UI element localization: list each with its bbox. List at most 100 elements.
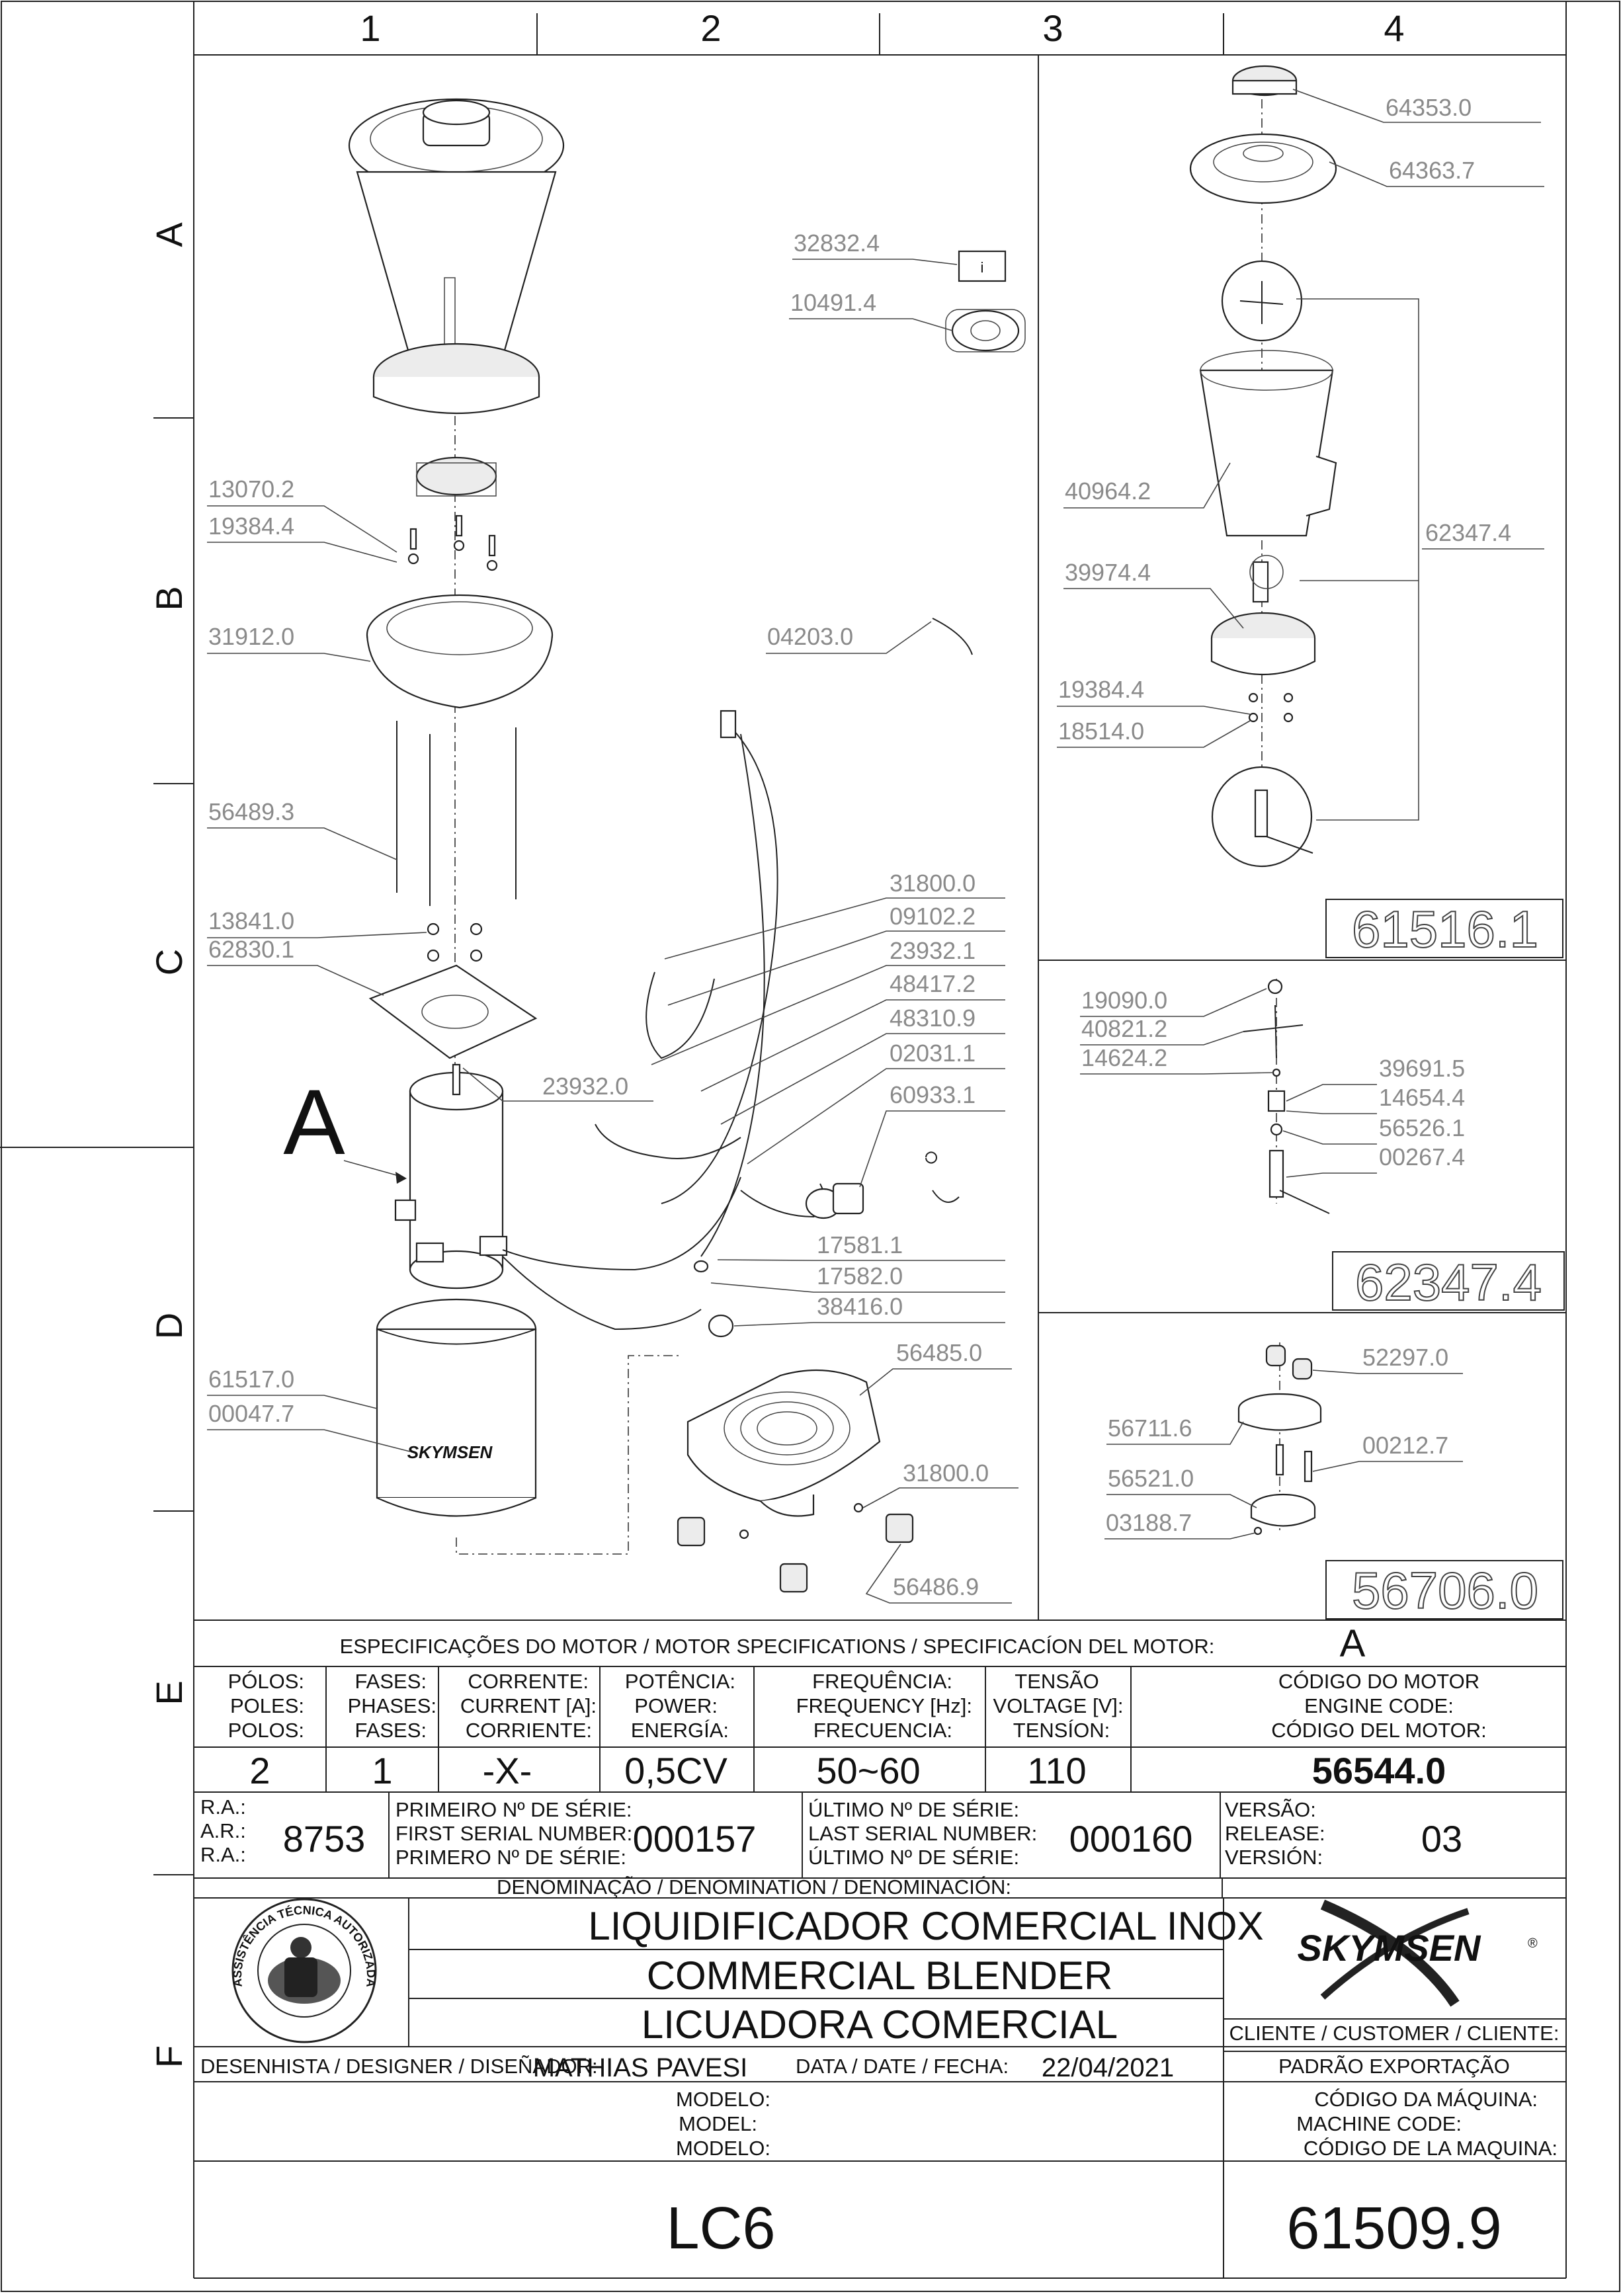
hdr-poles-1: POLES:	[230, 1694, 304, 1717]
machine-code-label-2: CÓDIGO DE LA MAQUINA:	[1304, 2137, 1558, 2160]
part-label-62347a: 62347.4	[1425, 519, 1511, 546]
part-label-39974: 39974.4	[1065, 559, 1151, 586]
part-label-56521: 56521.0	[1108, 1465, 1194, 1492]
mounting-plate-drawing	[368, 964, 538, 1059]
part-label-62830: 62830.1	[208, 936, 294, 963]
part-label-56711: 56711.6	[1108, 1414, 1192, 1442]
authorized-service-seal: ASSISTÊNCIA TÉCNICA AUTORIZADA	[231, 1898, 378, 2043]
jar-brand-print: SKYMSEN	[407, 1442, 493, 1462]
val-voltage: 110	[1027, 1750, 1086, 1791]
spec-values: 2 1 -X- 0,5CV 50~60 110 56544.0	[249, 1750, 1446, 1791]
ra-label-1: A.R.:	[200, 1819, 246, 1842]
label-sticker-drawing	[958, 250, 1007, 282]
denomination-line-es: LICUADORA COMERCIAL	[642, 2002, 1118, 2047]
part-label-38416: 38416.0	[817, 1293, 903, 1320]
client-label: CLIENTE / CUSTOMER / CLIENTE:	[1229, 2022, 1559, 2045]
part-label-02031: 02031.1	[890, 1040, 976, 1067]
hdr-voltage-0: TENSÃO	[1015, 1670, 1099, 1693]
spec-headers: PÓLOS: POLES: POLOS: FASES: PHASES: FASE…	[228, 1670, 1487, 1742]
val-current: -X-	[483, 1750, 532, 1791]
motor-drawing	[394, 1063, 508, 1290]
wiring-drawing	[502, 710, 960, 1331]
hdr-frequency-1: FREQUENCY [Hz]:	[796, 1694, 972, 1717]
assembly-label-62347: 62347.4	[1355, 1253, 1542, 1311]
val-frequency: 50~60	[816, 1750, 920, 1791]
part-label-14654: 14654.4	[1379, 1084, 1465, 1111]
grid-row-a: A	[148, 222, 190, 247]
detail-panels: 61516.1 62347.4 56706.0	[1038, 55, 1566, 1620]
hdr-power-2: ENERGÍA:	[631, 1719, 729, 1742]
part-label-03188: 03188.7	[1106, 1509, 1192, 1536]
val-power: 0,5CV	[624, 1750, 727, 1791]
hdr-poles-0: PÓLOS:	[228, 1670, 304, 1693]
part-label-19384b: 19384.4	[1058, 676, 1144, 703]
part-label-00212: 00212.7	[1362, 1432, 1448, 1459]
last-serial-label-1: LAST SERIAL NUMBER:	[808, 1822, 1037, 1845]
denomination-title: DENOMINAÇÃO / DENOMINATION / DENOMINACIÓ…	[497, 1875, 1011, 1899]
strain-relief-drawing	[805, 1182, 864, 1219]
hdr-phases-0: FASES:	[354, 1670, 427, 1693]
serial-row: R.A.: A.R.: R.A.: 8753 PRIMEIRO Nº DE SÉ…	[200, 1795, 1462, 1869]
last-serial-label-2: ÚLTIMO Nº DE SÉRIE:	[808, 1846, 1019, 1869]
part-label-00047: 00047.7	[208, 1400, 294, 1427]
part-label-31912: 31912.0	[208, 623, 294, 650]
part-number-labels: 64353.0 64363.7 32832.4 10491.4 13070.2 …	[207, 89, 1544, 1604]
first-serial-label-0: PRIMEIRO Nº DE SÉRIE:	[395, 1798, 632, 1821]
part-label-64353: 64353.0	[1386, 94, 1472, 121]
hdr-current-2: CORRIENTE:	[466, 1719, 592, 1742]
part-label-19384a: 19384.4	[208, 512, 294, 540]
part-label-13070: 13070.2	[208, 475, 294, 503]
val-engine-code: 56544.0	[1312, 1750, 1446, 1791]
part-label-48310: 48310.9	[890, 1004, 976, 1032]
hdr-engine-code-0: CÓDIGO DO MOTOR	[1278, 1670, 1479, 1693]
svg-text:i: i	[981, 259, 984, 276]
part-label-17582: 17582.0	[817, 1262, 903, 1290]
hdr-power-0: POTÊNCIA:	[625, 1670, 735, 1693]
part-label-61517: 61517.0	[208, 1366, 294, 1393]
part-label-56526: 56526.1	[1379, 1114, 1465, 1141]
part-label-31800b: 31800.0	[903, 1459, 989, 1487]
ra-label-2: R.A.:	[200, 1843, 246, 1866]
part-label-39691: 39691.5	[1379, 1055, 1465, 1082]
grid-col-3: 3	[1042, 7, 1063, 49]
grid-col-1: 1	[360, 7, 380, 49]
model-value: LC6	[666, 2195, 775, 2262]
switch-drawing	[708, 1314, 734, 1338]
last-serial-label-0: ÚLTIMO Nº DE SÉRIE:	[808, 1798, 1019, 1821]
brand-logo: SKYMSEN ®	[1298, 1899, 1538, 2007]
grid-row-b: B	[148, 586, 190, 610]
denomination-line-en: COMMERCIAL BLENDER	[647, 1953, 1113, 1998]
lower-housing-drawing: SKYMSEN	[376, 1298, 537, 1517]
part-label-56486: 56486.9	[893, 1573, 979, 1600]
part-label-23932b: 23932.0	[542, 1073, 628, 1100]
hdr-power-1: POWER:	[634, 1694, 718, 1717]
detail-61516-drawing	[1189, 65, 1419, 868]
ra-value: 8753	[283, 1818, 366, 1860]
grid-row-f: F	[148, 2045, 190, 2068]
part-label-09102: 09102.2	[890, 903, 976, 930]
model-label-0: MODELO:	[676, 2088, 770, 2111]
grid-col-4: 4	[1384, 7, 1404, 49]
part-label-48417: 48417.2	[890, 970, 976, 997]
part-label-23932a: 23932.1	[890, 937, 976, 964]
release-label-2: VERSIÓN:	[1225, 1846, 1323, 1869]
detail-62347-drawing	[1243, 979, 1330, 1214]
first-serial-label-2: PRIMERO Nº DE SÉRIE:	[395, 1846, 626, 1869]
part-label-14624: 14624.2	[1081, 1044, 1167, 1071]
motor-callout-letter: A	[283, 1070, 345, 1174]
model-label-1: MODEL:	[679, 2112, 757, 2135]
part-label-19090: 19090.0	[1081, 987, 1167, 1014]
motor-spec-title: ESPECIFICAÇÕES DO MOTOR / MOTOR SPECIFIC…	[340, 1635, 1215, 1658]
part-label-52297: 52297.0	[1362, 1344, 1448, 1371]
part-label-00267: 00267.4	[1379, 1143, 1465, 1170]
brand-name: SKYMSEN	[1298, 1927, 1481, 1969]
part-label-40821: 40821.2	[1081, 1015, 1167, 1042]
part-label-13841: 13841.0	[208, 907, 294, 934]
grid-row-labels: A B C D E F	[148, 222, 190, 2068]
client-value: PADRÃO EXPORTAÇÃO	[1278, 2055, 1510, 2078]
hdr-current-1: CURRENT [A]:	[460, 1694, 597, 1717]
hdr-current-0: CORRENTE:	[468, 1670, 589, 1693]
model-label-2: MODELO:	[676, 2137, 770, 2160]
hdr-engine-code-2: CÓDIGO DEL MOTOR:	[1271, 1719, 1487, 1742]
